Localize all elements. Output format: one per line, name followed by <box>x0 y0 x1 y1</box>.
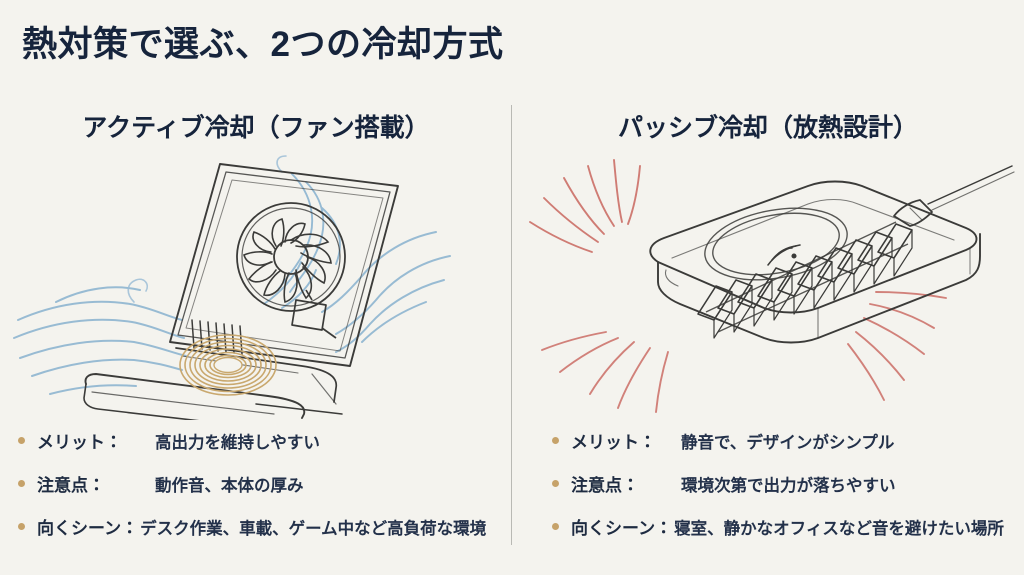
column-divider <box>511 105 512 545</box>
bullet-dot-icon <box>18 523 25 530</box>
list-item: 注意点： 動作音、本体の厚み <box>6 471 506 496</box>
column-active-cooling: アクティブ冷却（ファン搭載） <box>6 100 506 560</box>
bullet-value: 高出力を維持しやすい <box>155 434 320 452</box>
bullet-dot-icon <box>552 437 559 444</box>
bullet-label: 向くシーン： <box>571 519 673 538</box>
bullet-label: 向くシーン： <box>37 519 139 538</box>
list-item: 向くシーン： 寝室、静かなオフィスなど音を避けたい場所 <box>518 514 1018 539</box>
column-heading-passive: パッシブ冷却（放熱設計） <box>617 114 918 142</box>
bullet-list-passive: メリット： 静音で、デザインがシンプル 注意点： 環境次第で出力が落ちやすい 向… <box>518 428 1018 557</box>
list-item: メリット： 静音で、デザインがシンプル <box>518 428 1018 453</box>
bullet-value: 環境次第で出力が落ちやすい <box>681 477 896 495</box>
bullet-label: 注意点： <box>37 476 105 495</box>
column-passive-cooling: パッシブ冷却（放熱設計） <box>518 100 1018 560</box>
list-item: 注意点： 環境次第で出力が落ちやすい <box>518 471 1018 496</box>
bullet-label: メリット： <box>37 433 122 452</box>
illustration-active-cooling <box>6 152 506 420</box>
bullet-label: 注意点： <box>571 476 639 495</box>
bullet-dot-icon <box>552 480 559 487</box>
bullet-value: 静音で、デザインがシンプル <box>681 434 895 452</box>
bullet-list-active: メリット： 高出力を維持しやすい 注意点： 動作音、本体の厚み 向くシーン： デ… <box>6 428 506 557</box>
page-title: 熱対策で選ぶ、2つの冷却方式 <box>22 25 504 64</box>
bullet-value: デスク作業、車載、ゲーム中など高負荷な環境 <box>140 520 487 538</box>
bullet-value: 動作音、本体の厚み <box>155 477 304 495</box>
bullet-label: メリット： <box>571 433 656 452</box>
illustration-passive-cooling <box>518 152 1018 420</box>
bullet-dot-icon <box>18 437 25 444</box>
column-heading-active: アクティブ冷却（ファン搭載） <box>82 114 430 142</box>
bullet-value: 寝室、静かなオフィスなど音を避けたい場所 <box>674 520 1004 538</box>
list-item: 向くシーン： デスク作業、車載、ゲーム中など高負荷な環境 <box>6 514 506 539</box>
bullet-dot-icon <box>552 523 559 530</box>
bullet-dot-icon <box>18 480 25 487</box>
list-item: メリット： 高出力を維持しやすい <box>6 428 506 453</box>
